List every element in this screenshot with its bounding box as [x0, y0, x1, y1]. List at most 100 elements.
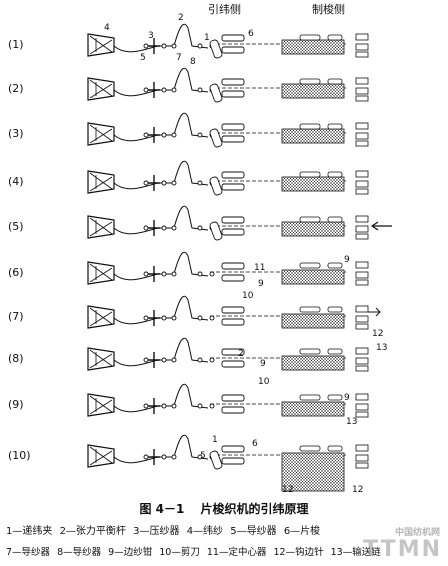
- projectile-receiver: [327, 123, 343, 130]
- hatch-line: [319, 176, 335, 192]
- weft-gripper-feeder: [209, 450, 223, 470]
- hatch-line: [281, 452, 299, 470]
- hatch-line: [312, 128, 328, 144]
- hatch-line: [339, 176, 345, 182]
- hatch-line: [301, 39, 317, 55]
- weft-package-lines: [89, 446, 113, 466]
- hatch-line: [281, 269, 287, 275]
- hatch-line: [319, 355, 335, 371]
- conveyor-chain-link: [355, 95, 369, 102]
- hatch-line: [292, 128, 308, 144]
- hatch-line: [310, 39, 326, 55]
- weft-package: [87, 444, 115, 468]
- hatch-line: [281, 128, 290, 137]
- hatch-line: [295, 83, 311, 99]
- hatch-line: [282, 269, 298, 285]
- conveyor-chain-link: [355, 305, 369, 313]
- hatch-line: [297, 83, 313, 99]
- yarn-guide: [197, 271, 203, 277]
- row-label: (8): [8, 352, 24, 365]
- hatch-line: [294, 39, 310, 55]
- hatch-line: [294, 83, 310, 99]
- weft-package: [87, 305, 115, 329]
- hatch-line: [303, 39, 319, 55]
- hatch-line: [283, 176, 299, 192]
- hatch-line: [295, 176, 311, 192]
- hatch-line: [303, 401, 319, 417]
- hatch-line: [336, 83, 345, 92]
- hatch-line: [310, 313, 326, 329]
- hatch-line: [281, 39, 287, 45]
- callout: 8: [190, 57, 196, 67]
- diagram-row-3: (3): [8, 112, 369, 148]
- callout: 6: [248, 29, 254, 39]
- hatch-line: [282, 83, 298, 99]
- hatch-line: [324, 313, 340, 329]
- hatch-line: [291, 221, 307, 237]
- hatch-line: [321, 313, 337, 329]
- hatch-line: [334, 318, 345, 329]
- hatch-line: [297, 269, 313, 285]
- hatch-line: [307, 176, 323, 192]
- hatch-line: [327, 128, 343, 144]
- projectile-right: [299, 34, 321, 41]
- hatch-line: [291, 83, 307, 99]
- row-label: (5): [8, 220, 24, 233]
- conveyor-chain-link: [355, 403, 369, 411]
- hatch-line: [300, 269, 316, 285]
- hatch-line: [304, 355, 320, 371]
- weft-yarn: [113, 112, 209, 142]
- hatch-line: [295, 39, 311, 55]
- hatch-line: [316, 401, 332, 417]
- hatch-line: [295, 221, 311, 237]
- hatch-line: [294, 355, 310, 371]
- weft-yarn: [113, 23, 209, 53]
- hatch-line: [295, 269, 311, 285]
- hatch-line: [281, 452, 314, 485]
- yarn-guide: [143, 43, 149, 49]
- hatch-line: [292, 83, 308, 99]
- hatch-line: [328, 83, 344, 99]
- hatch-line: [300, 313, 316, 329]
- hatch-line: [339, 39, 345, 45]
- weft-yarn: [113, 160, 209, 190]
- legend-item: 3—压纱器: [133, 526, 180, 537]
- weft-package: [87, 77, 115, 101]
- hatch-line: [292, 401, 308, 417]
- weft-package: [87, 122, 115, 146]
- projectile-right: [299, 171, 321, 178]
- hatch-line: [316, 39, 332, 55]
- yarn-guide: [209, 315, 215, 321]
- projectile-left: [221, 34, 245, 42]
- projectile-left-lower: [221, 46, 245, 54]
- hatch-line: [327, 176, 343, 192]
- hatch-line: [301, 83, 317, 99]
- hatch-line: [288, 269, 304, 285]
- hatch-line: [281, 221, 290, 230]
- hatch-line: [306, 221, 322, 237]
- hatch-line: [309, 83, 325, 99]
- hatch-line: [327, 355, 343, 371]
- hatch-line: [325, 269, 341, 285]
- hatch-line: [334, 226, 345, 237]
- hatch-line: [285, 39, 301, 55]
- yarn-guide: [143, 180, 149, 186]
- hatch-line: [319, 39, 335, 55]
- hatch-line: [306, 83, 322, 99]
- hatch-line: [281, 269, 293, 281]
- hatch-line: [282, 452, 322, 492]
- yarn-guide: [171, 43, 177, 49]
- weft-package: [87, 393, 115, 417]
- hatch-line: [333, 401, 345, 413]
- hatch-line: [321, 269, 337, 285]
- hatch-line: [281, 39, 290, 48]
- callout: 9: [258, 279, 264, 289]
- hatch-line: [327, 452, 345, 470]
- hatch-line: [327, 269, 343, 285]
- hatch-line: [312, 39, 328, 55]
- hatch-line: [342, 452, 345, 455]
- diagram-row-8: (8): [8, 337, 369, 372]
- hatch-line: [342, 128, 345, 131]
- projectile-left-lower: [221, 135, 245, 143]
- projectile-left: [221, 306, 245, 314]
